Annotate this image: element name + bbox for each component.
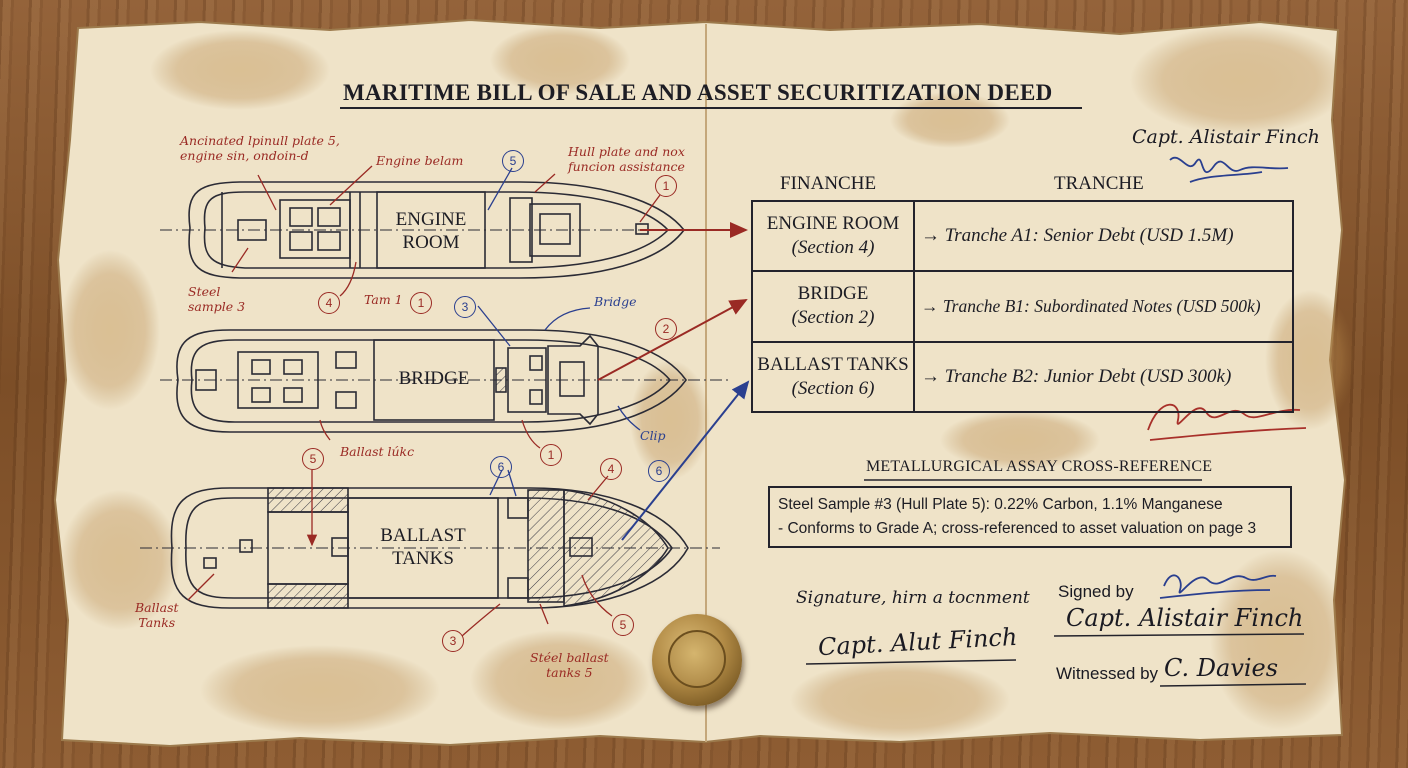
wax-seal [652, 614, 742, 706]
table-row: BRIDGE (Section 2) → Tranche B1: Subordi… [751, 270, 1294, 343]
annotation-line: sample 3 [188, 299, 246, 314]
section-name: BRIDGE [797, 283, 869, 305]
callout-number: 2 [655, 318, 677, 340]
assay-line: Steel Sample #3 (Hull Plate 5): 0.22% Ca… [778, 496, 1223, 513]
table-header-finanche: FINANCHE [780, 173, 877, 194]
callout-number: 1 [655, 175, 677, 197]
blue-signature-scribble-bottom [1159, 574, 1277, 599]
callout-number: 5 [302, 448, 324, 470]
signature-label-left: Signature, hirn a tocnment [796, 588, 1030, 608]
section-name: BALLAST TANKS [757, 353, 909, 375]
section-number: (Section 2) [791, 307, 875, 329]
callout-number: 4 [600, 458, 622, 480]
assay-box: Steel Sample #3 (Hull Plate 5): 0.22% Ca… [768, 486, 1292, 548]
ship-label-bridge: BRIDGE [374, 368, 494, 390]
annotation-line: Hull plate and nox [568, 144, 685, 159]
annotation: Clip [640, 428, 666, 443]
annotation: Steel sample 3 [188, 284, 245, 314]
ship-label-engine-room: ENGINE ROOM [377, 208, 485, 254]
wax-seal-emblem [668, 630, 726, 688]
ship-label-line: BALLAST [380, 525, 466, 546]
signed-by-label: Signed by [1058, 582, 1134, 601]
assay-line: - Conforms to Grade A; cross-referenced … [778, 520, 1257, 537]
section-cell: BALLAST TANKS (Section 6) [751, 340, 915, 414]
annotation: Ballast lúkc [340, 444, 415, 459]
ship-label-line: ROOM [402, 232, 460, 253]
tranche-cell: → Tranche A1: Senior Debt (USD 1.5M) [913, 199, 1294, 273]
annotation: Tam 1 [364, 292, 403, 307]
annotation: Hull plate and nox funcion assistance [568, 144, 685, 174]
annotation-line: Tanks [138, 615, 176, 630]
annotation-line: engine sin, ondoin-d [180, 148, 309, 163]
table-header-tranche: TRANCHE [1054, 173, 1144, 194]
annotation-line: Ancinated lpinull plate 5, [180, 133, 340, 148]
callout-number: 3 [442, 630, 464, 652]
ship-label-line: TANKS [392, 548, 454, 569]
annotation: Ballast Tanks [135, 600, 179, 630]
section-cell: ENGINE ROOM (Section 4) [751, 199, 915, 273]
ship-label-line: ENGINE [395, 209, 467, 230]
section-cell: BRIDGE (Section 2) [751, 270, 915, 343]
document-title: MARITIME BILL OF SALE AND ASSET SECURITI… [343, 80, 1053, 105]
section-name: ENGINE ROOM [766, 213, 900, 235]
annotation-leaders [187, 165, 750, 637]
assay-heading: METALLURGICAL ASSAY CROSS-REFERENCE [866, 458, 1213, 475]
annotation: Stéel ballast tanks 5 [530, 650, 609, 680]
table-row: BALLAST TANKS (Section 6) → Tranche B2: … [751, 340, 1294, 414]
callout-number: 5 [612, 614, 634, 636]
tranche-cell: → Tranche B2: Junior Debt (USD 300k) [913, 340, 1294, 414]
annotation-line: funcion assistance [568, 159, 685, 174]
callout-number: 1 [540, 444, 562, 466]
annotation: Ancinated lpinull plate 5, engine sin, o… [180, 133, 340, 163]
section-number: (Section 4) [791, 237, 875, 259]
callout-number: 4 [318, 292, 340, 314]
tranche-table: ENGINE ROOM (Section 4) → Tranche A1: Se… [751, 199, 1294, 414]
assay-heading-underline [864, 479, 1202, 481]
annotation: Bridge [594, 294, 637, 309]
callout-number: 6 [648, 460, 670, 482]
tranche-cell: → Tranche B1: Subordinated Notes (USD 50… [913, 270, 1294, 343]
annotation-line: Stéel ballast [530, 650, 609, 665]
blue-signature-scribble-top [1169, 156, 1289, 183]
witnessed-by-name: C. Davies [1164, 654, 1279, 682]
annotation-line: Steel [188, 284, 221, 299]
ship-ballast-tanks-drawing [140, 487, 720, 609]
section-number: (Section 6) [791, 377, 875, 399]
annotation-line: Ballast [135, 600, 179, 615]
table-row: ENGINE ROOM (Section 4) → Tranche A1: Se… [751, 199, 1294, 273]
ship-label-line: BRIDGE [398, 368, 470, 389]
annotation: Engine belam [376, 153, 464, 168]
signature-printed-top: Capt. Alistair Finch [1132, 126, 1320, 148]
callout-number: 5 [502, 150, 524, 172]
ship-label-ballast-tanks: BALLAST TANKS [348, 524, 498, 570]
signed-by-name: Capt. Alistair Finch [1066, 604, 1304, 632]
witnessed-by-label: Witnessed by [1056, 664, 1159, 683]
callout-number: 3 [454, 296, 476, 318]
ship-bridge-drawing [160, 329, 730, 433]
callout-number: 1 [410, 292, 432, 314]
annotation-line: tanks 5 [546, 665, 593, 680]
callout-number: 6 [490, 456, 512, 478]
